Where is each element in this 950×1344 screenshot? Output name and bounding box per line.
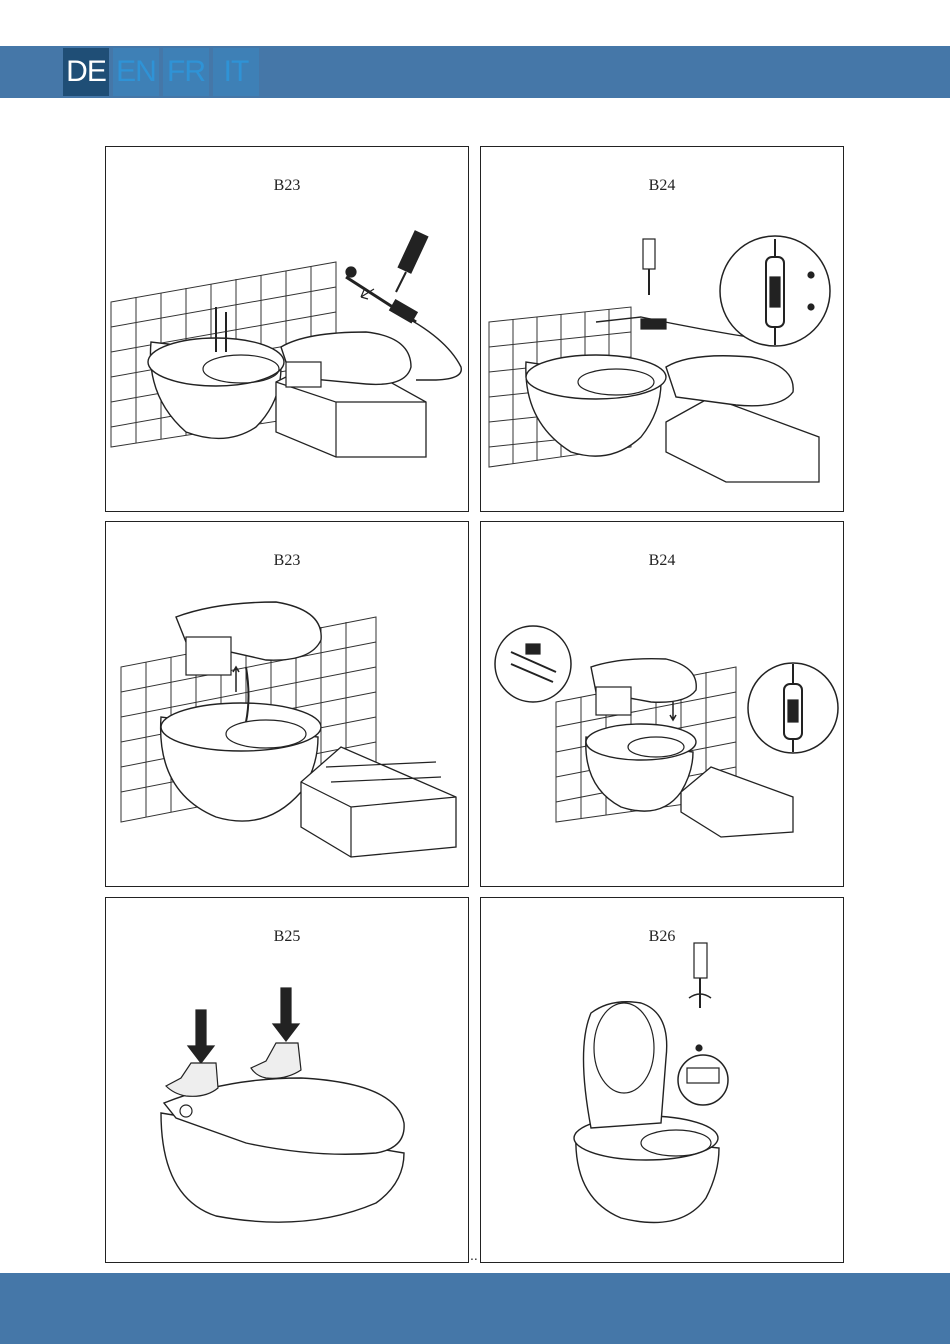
panel-label: B25	[106, 928, 468, 946]
screwdriver-icon	[396, 231, 428, 292]
lang-tab-de[interactable]: DE	[63, 48, 109, 96]
screwdriver-icon	[643, 239, 655, 295]
panel-label: B23	[106, 552, 468, 570]
zoom-detail-circle	[678, 1055, 728, 1105]
panel-label: B26	[481, 928, 843, 946]
panel-b23-connect-cable: B23	[105, 146, 469, 512]
lang-tab-it[interactable]: IT	[213, 48, 259, 96]
panel-b23-lift-seat: B23	[105, 521, 469, 887]
language-tabs: DE EN FR IT	[63, 46, 259, 98]
lang-tab-en[interactable]: EN	[113, 48, 159, 96]
panel-label: B24	[481, 177, 843, 195]
illustration-water-valve	[481, 522, 845, 888]
header-bar: DE EN FR IT	[0, 46, 950, 98]
packaging-box	[681, 767, 793, 837]
illustration-cable-detail	[481, 147, 845, 513]
down-arrow-icon	[188, 1010, 214, 1063]
zoom-detail-circle	[748, 663, 838, 753]
lang-tab-fr[interactable]: FR	[163, 48, 209, 96]
illustration-tighten-screw	[481, 898, 845, 1264]
down-arrow-icon	[273, 988, 299, 1041]
zoom-detail-circle	[495, 626, 571, 702]
packaging-box	[301, 747, 456, 857]
zoom-detail-circle	[720, 236, 830, 346]
panel-b26-tighten-screw: B26	[480, 897, 844, 1263]
packaging-box	[666, 397, 819, 482]
illustration-press-seat	[106, 898, 470, 1264]
panel-b24-water-valve: B24	[480, 521, 844, 887]
hand-icon	[166, 1063, 218, 1096]
illustration-lift-seat	[106, 522, 470, 888]
footer-marks: ..	[470, 1247, 478, 1263]
panel-b25-press-seat: B25	[105, 897, 469, 1263]
footer-bar	[0, 1273, 950, 1344]
panel-label: B24	[481, 552, 843, 570]
shower-seat	[666, 356, 793, 406]
panel-label: B23	[106, 177, 468, 195]
panel-b24-cable-detail: B24	[480, 146, 844, 512]
illustration-connect-cable	[106, 147, 470, 513]
screwdriver-icon	[689, 943, 711, 1008]
hand-icon	[251, 1043, 301, 1078]
